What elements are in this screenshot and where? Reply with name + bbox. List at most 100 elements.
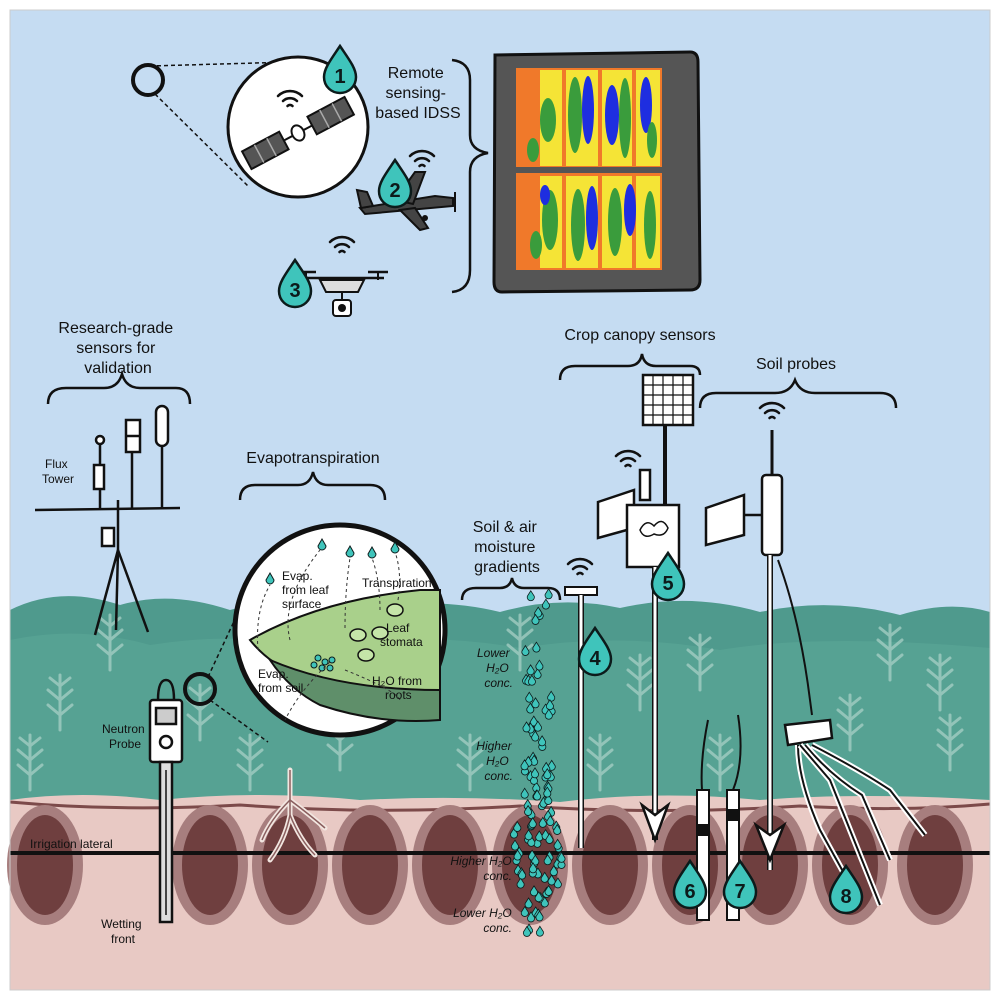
- crop-canopy-sensors-group: Crop canopy sensors 4: [558, 327, 716, 848]
- soil-moisture-probes: [795, 742, 928, 907]
- moisture-droplet: [538, 735, 547, 747]
- badge-7: 7: [722, 859, 758, 910]
- moisture-droplet: [557, 851, 566, 863]
- moisture-droplets: [510, 588, 566, 937]
- moisture-droplet: [524, 804, 533, 816]
- et-brace: [238, 471, 387, 501]
- crop-canopy-label: Crop canopy sensors: [564, 327, 715, 344]
- moisture-droplet: [513, 849, 522, 861]
- moisture-droplet: [510, 827, 518, 839]
- svg-text:5: 5: [662, 573, 673, 595]
- moisture-droplet: [526, 702, 535, 714]
- remote-sensing-label: Remote sensing- based IDSS: [375, 65, 460, 122]
- irrigation-lateral-label: Irrigation lateral: [30, 837, 113, 851]
- frame: [9, 9, 991, 991]
- moisture-droplet: [544, 793, 553, 805]
- moisture-droplet: [527, 674, 536, 686]
- moisture-droplet: [525, 691, 534, 703]
- moisture-droplet: [543, 768, 552, 780]
- canopy-brace: [558, 353, 702, 381]
- badge-5: 5: [650, 551, 686, 602]
- moisture-droplet: [557, 857, 566, 869]
- svg-text:2: 2: [389, 180, 400, 202]
- badge-3: 3: [277, 258, 313, 309]
- moisture-droplet: [549, 865, 558, 877]
- soil-air-moisture-label: Soil & air moisture gradients: [473, 519, 541, 576]
- moisture-droplet: [547, 874, 556, 886]
- flux-tower-label: Flux Tower: [42, 457, 74, 486]
- svg-text:8: 8: [840, 886, 851, 908]
- moisture-droplet: [520, 759, 529, 771]
- moisture-brace: [460, 577, 562, 601]
- moisture-droplet: [526, 664, 535, 676]
- moisture-droplet: [532, 641, 541, 653]
- moisture-droplet: [530, 773, 538, 785]
- moisture-droplet: [527, 911, 535, 923]
- evap-leaf-label: Evap. from leaf surface: [282, 569, 332, 611]
- remote-brace: [451, 58, 489, 294]
- small-orbit-circle: [131, 63, 165, 97]
- neutron-probe-icon: [148, 678, 184, 924]
- moisture-droplet: [540, 896, 549, 908]
- moisture-droplet: [553, 823, 562, 835]
- moisture-droplet: [531, 697, 540, 709]
- moisture-droplet: [524, 897, 533, 909]
- evapotranspiration-group: Evapotranspiration: [183, 450, 448, 863]
- moisture-droplet: [533, 789, 542, 801]
- moisture-droplet: [543, 786, 552, 798]
- research-grade-group: Research-grade sensors for validation Fl…: [34, 320, 192, 636]
- moisture-droplet: [522, 721, 531, 733]
- moisture-droplet: [544, 708, 553, 720]
- moisture-droplet: [541, 598, 550, 610]
- soil-probes-brace: [698, 376, 898, 409]
- h2o-roots-label: H₂O from roots: [372, 674, 425, 702]
- lower-conc-air-label: Lower H₂O conc.: [477, 646, 513, 690]
- soil-probe-station: [704, 401, 834, 870]
- svg-text:1: 1: [334, 66, 345, 88]
- leaf-stomata-label: Leaf stomata: [380, 621, 423, 649]
- svg-text:3: 3: [289, 280, 300, 302]
- moisture-droplet: [531, 767, 539, 779]
- moisture-droplet: [545, 832, 554, 844]
- moisture-droplet: [528, 817, 537, 829]
- moisture-droplet: [533, 667, 542, 679]
- moisture-droplet: [535, 910, 544, 922]
- svg-text:6: 6: [684, 881, 695, 903]
- moisture-droplet: [545, 699, 554, 711]
- moisture-droplet: [538, 816, 547, 828]
- soil-probes-label: Soil probes: [756, 356, 836, 373]
- badge-6: 6: [672, 859, 708, 910]
- moisture-droplet: [533, 720, 542, 732]
- plant-roots-outline: [261, 770, 326, 861]
- satellite-icon: [240, 95, 356, 171]
- higher-conc-soil-label: Higher H₂O conc.: [450, 854, 515, 883]
- moisture-droplet: [544, 884, 553, 896]
- moisture-droplet: [534, 891, 543, 903]
- moisture-droplet: [527, 835, 536, 847]
- svg-text:4: 4: [589, 648, 601, 670]
- lower-conc-soil-label: Lower H₂O conc.: [453, 906, 515, 935]
- badge-4: 4: [577, 626, 613, 677]
- neutron-probe-group: Neutron Probe Irrigation lateral Wetting…: [30, 678, 184, 946]
- moisture-droplet: [534, 606, 543, 618]
- moisture-droplet: [531, 854, 540, 866]
- remote-sensing-group: 1 2 3: [131, 44, 702, 317]
- moisture-droplet: [553, 838, 562, 850]
- moisture-droplet: [513, 820, 522, 832]
- wetting-bulbs: [7, 805, 973, 925]
- badge-8: 8: [828, 864, 864, 915]
- drone-icon: [296, 270, 388, 317]
- sensor-post-4: [564, 557, 598, 848]
- moisture-droplet: [530, 885, 538, 897]
- moisture-droplet: [535, 659, 544, 671]
- research-brace: [46, 369, 192, 405]
- badge-1: 1: [322, 44, 358, 95]
- moisture-droplet: [544, 588, 553, 600]
- idss-map-display: [492, 50, 702, 294]
- moisture-droplet: [546, 814, 555, 826]
- et-small-circle: [183, 672, 217, 706]
- moisture-droplet: [540, 871, 549, 883]
- moisture-droplet: [529, 862, 537, 874]
- sensor-station-5: [596, 373, 695, 844]
